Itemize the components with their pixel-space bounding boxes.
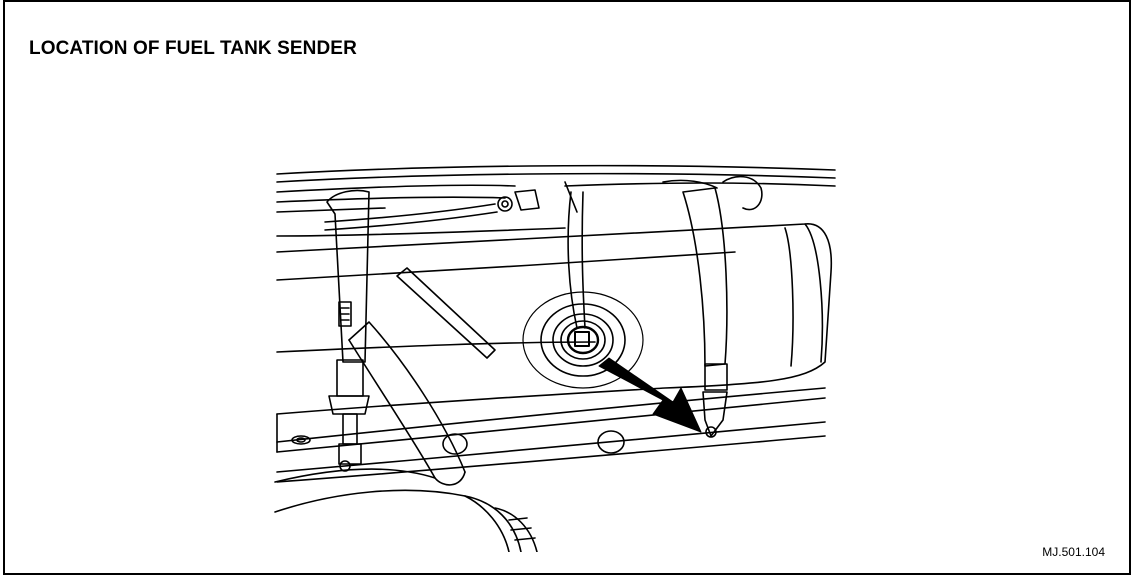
document-frame: LOCATION OF FUEL TANK SENDER — [3, 0, 1131, 575]
chassis-rails — [276, 164, 836, 237]
fuel-pipe — [324, 181, 578, 231]
sender-callout-arrow — [598, 357, 702, 433]
page-title: LOCATION OF FUEL TANK SENDER — [29, 38, 357, 59]
right-tank-strap — [662, 175, 763, 438]
figure-reference: MJ.501.104 — [1042, 545, 1105, 559]
fuel-sender-unit — [522, 191, 644, 389]
fuel-tank-illustration — [274, 164, 836, 552]
left-tank-strap — [326, 189, 370, 472]
filler-hose — [274, 321, 538, 552]
